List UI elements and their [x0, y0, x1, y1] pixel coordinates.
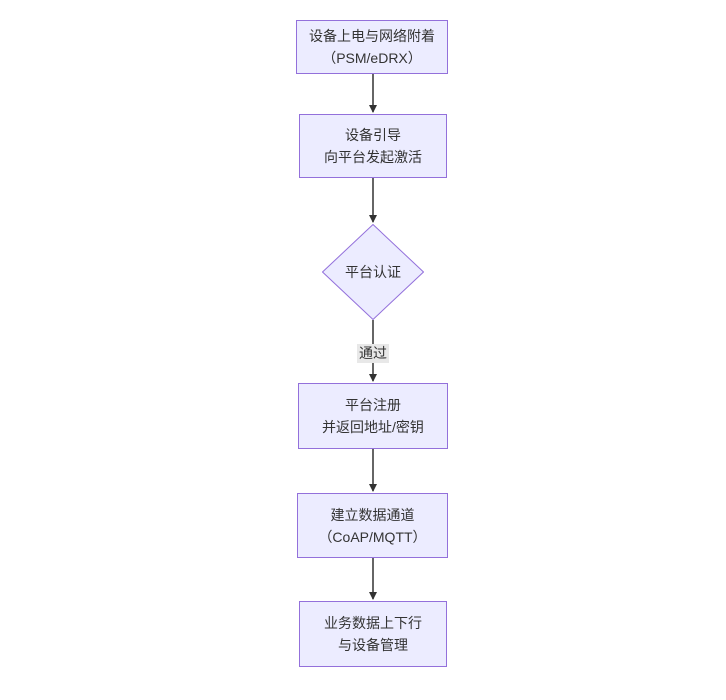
node-platform-auth: 平台认证	[322, 224, 424, 320]
node-text-line: 业务数据上下行	[324, 615, 422, 631]
node-business-data: 业务数据上下行 与设备管理	[299, 601, 447, 667]
node-power-network-attach: 设备上电与网络附着 （PSM/eDRX）	[296, 20, 448, 74]
decision-diamond-shape	[322, 224, 424, 320]
node-text-line: （CoAP/MQTT）	[318, 528, 427, 545]
node-text-line: 并返回地址/密钥	[322, 419, 424, 435]
node-text-line: 平台注册	[345, 397, 401, 413]
node-text-line: 与设备管理	[338, 637, 408, 653]
node-text-line: 平台认证	[345, 264, 401, 280]
node-text-line: （PSM/eDRX）	[322, 50, 422, 66]
node-device-bootstrap: 设备引导 向平台发起激活	[299, 114, 447, 178]
node-data-channel: 建立数据通道 （CoAP/MQTT）	[297, 493, 448, 558]
node-text-line: 设备上电与网络附着	[309, 28, 435, 44]
node-text-line: 向平台发起激活	[324, 149, 422, 165]
node-text-line: 设备引导	[345, 127, 401, 143]
edge-label-pass: 通过	[357, 344, 389, 363]
node-text-line: 建立数据通道	[330, 506, 415, 523]
node-platform-register: 平台注册 并返回地址/密钥	[298, 383, 448, 449]
